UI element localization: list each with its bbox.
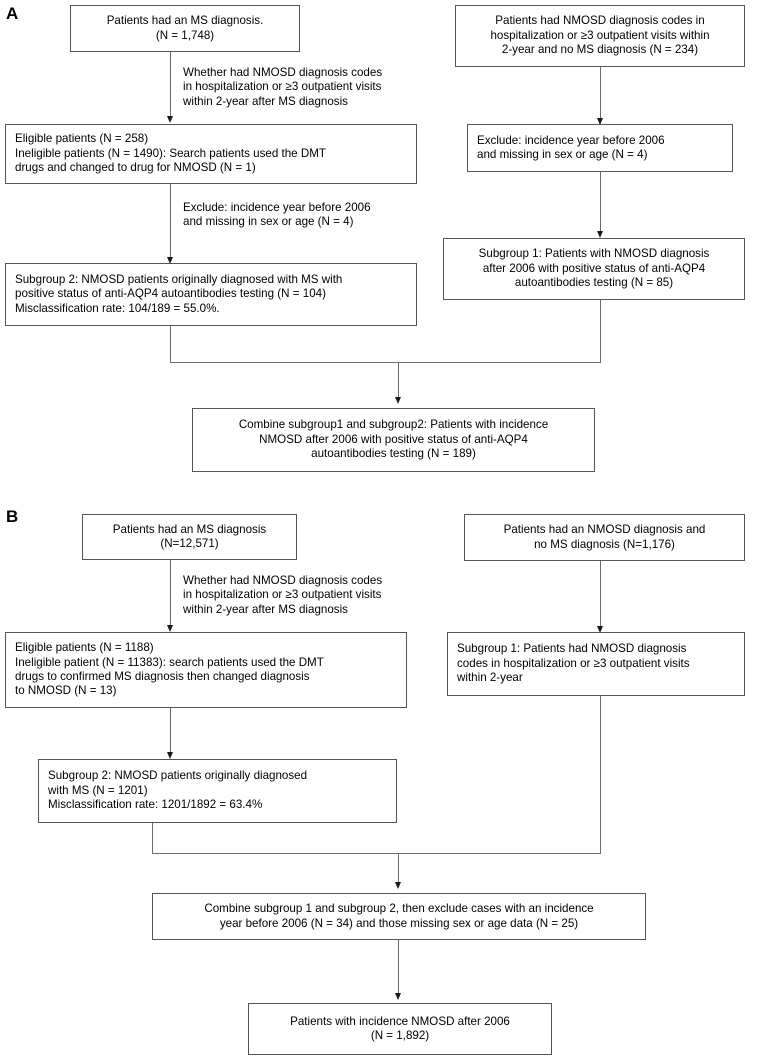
box-line: hospitalization or ≥3 outpatient visits … xyxy=(490,28,710,42)
box-line: after 2006 with positive status of anti-… xyxy=(482,261,706,275)
box-b-combine: Combine subgroup 1 and subgroup 2, then … xyxy=(152,893,646,940)
box-line: autoantibodies testing (N = 189) xyxy=(311,447,476,461)
box-line: (N = 1,892) xyxy=(370,1029,430,1042)
box-line: year before 2006 (N = 34) and those miss… xyxy=(219,916,579,930)
box-line: Patients with incidence NMOSD after 2006 xyxy=(290,1014,510,1028)
note-b-whether-criteria: Whether had NMOSD diagnosis codes in hos… xyxy=(183,574,382,617)
box-line: (N=12,571) xyxy=(160,537,219,550)
box-a-subgroup1: Subgroup 1: Patients with NMOSD diagnosi… xyxy=(443,238,745,300)
box-line: Subgroup 1: Patients had NMOSD diagnosis xyxy=(457,642,687,656)
box-line: autoantibodies testing (N = 85) xyxy=(514,276,674,290)
box-a-ms-source: Patients had an MS diagnosis. (N = 1,748… xyxy=(70,5,300,52)
connector-b-nmosd-to-subgroup1 xyxy=(600,561,601,629)
panel-label-b: B xyxy=(6,507,19,526)
note-line: within 2-year after MS diagnosis xyxy=(183,602,348,616)
box-line: Exclude: incidence year before 2006 xyxy=(477,133,665,147)
connector-b-subgroup2-down xyxy=(152,823,153,853)
note-line: within 2-year after MS diagnosis xyxy=(183,94,348,108)
box-line: Combine subgroup1 and subgroup2: Patient… xyxy=(238,418,549,432)
note-line: Whether had NMOSD diagnosis codes xyxy=(183,66,383,79)
box-a-combine: Combine subgroup1 and subgroup2: Patient… xyxy=(192,408,595,472)
arrowhead-b-nmosd-to-subgroup1 xyxy=(597,626,603,633)
arrowhead-b-eligible-to-subgroup2 xyxy=(167,752,173,759)
box-line: Patients had an MS diagnosis xyxy=(112,522,267,536)
box-line: drugs to confirmed MS diagnosis then cha… xyxy=(15,670,310,683)
connector-a-eligible-to-subgroup2 xyxy=(170,184,171,260)
arrowhead-a-merge-to-combine xyxy=(395,397,401,404)
connector-b-eligible-to-subgroup2 xyxy=(170,708,171,755)
box-b-nmosd-source: Patients had an NMOSD diagnosis and no M… xyxy=(464,514,745,561)
note-line: in hospitalization or ≥3 outpatient visi… xyxy=(183,588,382,602)
box-line: Eligible patients (N = 258) xyxy=(15,132,149,146)
box-line: drugs and changed to drug for NMOSD (N =… xyxy=(15,161,256,175)
note-line: Exclude: incidence year before 2006 xyxy=(183,201,371,214)
box-line: within 2-year xyxy=(457,671,523,685)
arrowhead-a-exclude-to-subgroup1 xyxy=(597,231,603,238)
box-b-final: Patients with incidence NMOSD after 2006… xyxy=(248,1003,552,1055)
box-line: codes in hospitalization or ≥3 outpatien… xyxy=(457,656,690,670)
connector-a-nmosd-to-exclude xyxy=(600,67,601,121)
box-line: no MS diagnosis (N=1,176) xyxy=(534,537,675,551)
box-b-ms-source: Patients had an MS diagnosis (N=12,571) xyxy=(82,514,297,560)
box-line: positive status of anti-AQP4 autoantibod… xyxy=(15,287,326,301)
box-line: Combine subgroup 1 and subgroup 2, then … xyxy=(204,902,594,916)
box-line: NMOSD after 2006 with positive status of… xyxy=(259,432,528,446)
box-b-subgroup2: Subgroup 2: NMOSD patients originally di… xyxy=(38,759,397,823)
box-line: and missing in sex or age (N = 4) xyxy=(477,148,648,161)
box-line: with MS (N = 1201) xyxy=(48,783,148,797)
note-line: in hospitalization or ≥3 outpatient visi… xyxy=(183,80,382,94)
box-line: Patients had an MS diagnosis. xyxy=(106,14,264,28)
note-a-whether-criteria: Whether had NMOSD diagnosis codes in hos… xyxy=(183,66,382,109)
box-a-exclude-right: Exclude: incidence year before 2006 and … xyxy=(467,124,733,172)
connector-b-subgroup1-down xyxy=(600,696,601,853)
connector-b-combine-to-final xyxy=(398,940,399,996)
box-line: to NMOSD (N = 13) xyxy=(15,684,117,698)
connector-a-subgroup2-down xyxy=(170,326,171,362)
connector-b-merge-bar xyxy=(152,853,601,854)
connector-b-ms-to-eligible xyxy=(170,560,171,628)
box-line: Ineligible patients (N = 1490): Search p… xyxy=(15,146,326,160)
box-line: Subgroup 2: NMOSD patients originally di… xyxy=(15,272,343,286)
box-line: Patients had an NMOSD diagnosis and xyxy=(503,523,706,537)
box-line: Ineligible patient (N = 11383): search p… xyxy=(15,655,324,669)
arrowhead-a-nmosd-to-exclude xyxy=(597,118,603,125)
arrowhead-b-merge-to-combine xyxy=(395,882,401,889)
connector-a-subgroup1-down xyxy=(600,300,601,362)
connector-a-ms-to-eligible xyxy=(170,52,171,119)
arrowhead-a-ms-to-eligible xyxy=(167,116,173,123)
box-b-eligible: Eligible patients (N = 1188) Ineligible … xyxy=(5,632,407,708)
box-a-nmosd-source: Patients had NMOSD diagnosis codes in ho… xyxy=(455,5,745,67)
connector-b-merge-to-combine xyxy=(398,853,399,885)
arrowhead-b-ms-to-eligible xyxy=(167,625,173,632)
box-b-subgroup1: Subgroup 1: Patients had NMOSD diagnosis… xyxy=(447,632,745,696)
box-line: Misclassification rate: 104/189 = 55.0%. xyxy=(15,301,220,315)
box-line: Misclassification rate: 1201/1892 = 63.4… xyxy=(48,798,263,812)
note-line: and missing in sex or age (N = 4) xyxy=(183,215,354,229)
connector-a-merge-bar xyxy=(170,362,601,363)
box-a-subgroup2: Subgroup 2: NMOSD patients originally di… xyxy=(5,263,417,326)
note-line: Whether had NMOSD diagnosis codes xyxy=(183,574,383,587)
arrowhead-a-eligible-to-subgroup2 xyxy=(167,257,173,264)
box-line: 2-year and no MS diagnosis (N = 234) xyxy=(501,43,699,57)
box-line: Subgroup 2: NMOSD patients originally di… xyxy=(48,769,308,783)
note-a-exclude-left: Exclude: incidence year before 2006 and … xyxy=(183,201,371,230)
box-line: (N = 1,748) xyxy=(155,28,215,42)
box-line: Eligible patients (N = 1188) xyxy=(15,641,154,655)
panel-label-a: A xyxy=(6,4,19,23)
connector-a-exclude-to-subgroup1 xyxy=(600,172,601,234)
box-a-eligible: Eligible patients (N = 258) Ineligible p… xyxy=(5,124,417,184)
box-line: Patients had NMOSD diagnosis codes in xyxy=(495,14,705,28)
box-line: Subgroup 1: Patients with NMOSD diagnosi… xyxy=(478,247,710,261)
arrowhead-b-combine-to-final xyxy=(395,993,401,1000)
connector-a-merge-to-combine xyxy=(398,362,399,400)
